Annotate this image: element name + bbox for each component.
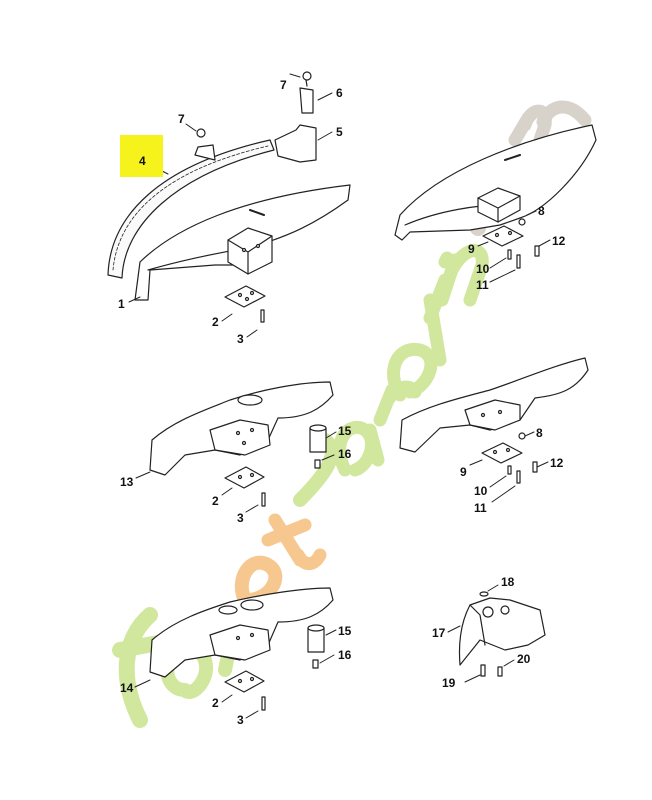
callout-19[interactable]: 19 (442, 676, 456, 690)
callout-10[interactable]: 10 (476, 262, 490, 276)
callout-10[interactable]: 10 (474, 484, 488, 498)
assembly-c (149, 381, 334, 507)
callout-12[interactable]: 12 (550, 456, 564, 470)
callout-8[interactable]: 8 (538, 204, 545, 218)
leader-lines (128, 73, 551, 719)
highlight-box-part-4 (120, 135, 163, 177)
callout-3[interactable]: 3 (237, 713, 244, 727)
callout-14[interactable]: 14 (120, 681, 134, 695)
callout-20[interactable]: 20 (517, 652, 531, 666)
callout-17[interactable]: 17 (432, 626, 446, 640)
callout-5[interactable]: 5 (336, 125, 343, 139)
callout-7[interactable]: 7 (178, 112, 185, 126)
assembly-e (149, 587, 334, 711)
callout-12[interactable]: 12 (552, 234, 566, 248)
callout-2[interactable]: 2 (212, 696, 219, 710)
assembly-f (458, 591, 546, 677)
callout-1[interactable]: 1 (118, 297, 125, 311)
callout-3[interactable]: 3 (237, 511, 244, 525)
callout-11[interactable]: 11 (476, 278, 489, 292)
callout-9[interactable]: 9 (460, 465, 467, 479)
callout-2[interactable]: 2 (212, 494, 219, 508)
callout-15[interactable]: 15 (338, 624, 352, 638)
callout-16[interactable]: 16 (338, 447, 352, 461)
callout-9[interactable]: 9 (468, 242, 475, 256)
callout-3[interactable]: 3 (237, 332, 244, 346)
callout-11[interactable]: 11 (474, 501, 487, 515)
assembly-b (394, 124, 597, 269)
callout-4[interactable]: 4 (139, 154, 146, 168)
callout-8[interactable]: 8 (536, 426, 543, 440)
callout-6[interactable]: 6 (336, 86, 343, 100)
callout-7[interactable]: 7 (280, 78, 287, 92)
callout-18[interactable]: 18 (501, 575, 515, 589)
callout-15[interactable]: 15 (338, 424, 352, 438)
callout-13[interactable]: 13 (120, 475, 134, 489)
assembly-d (399, 357, 589, 484)
callout-16[interactable]: 16 (338, 648, 352, 662)
assembly-a (107, 71, 351, 323)
callout-2[interactable]: 2 (212, 315, 219, 329)
